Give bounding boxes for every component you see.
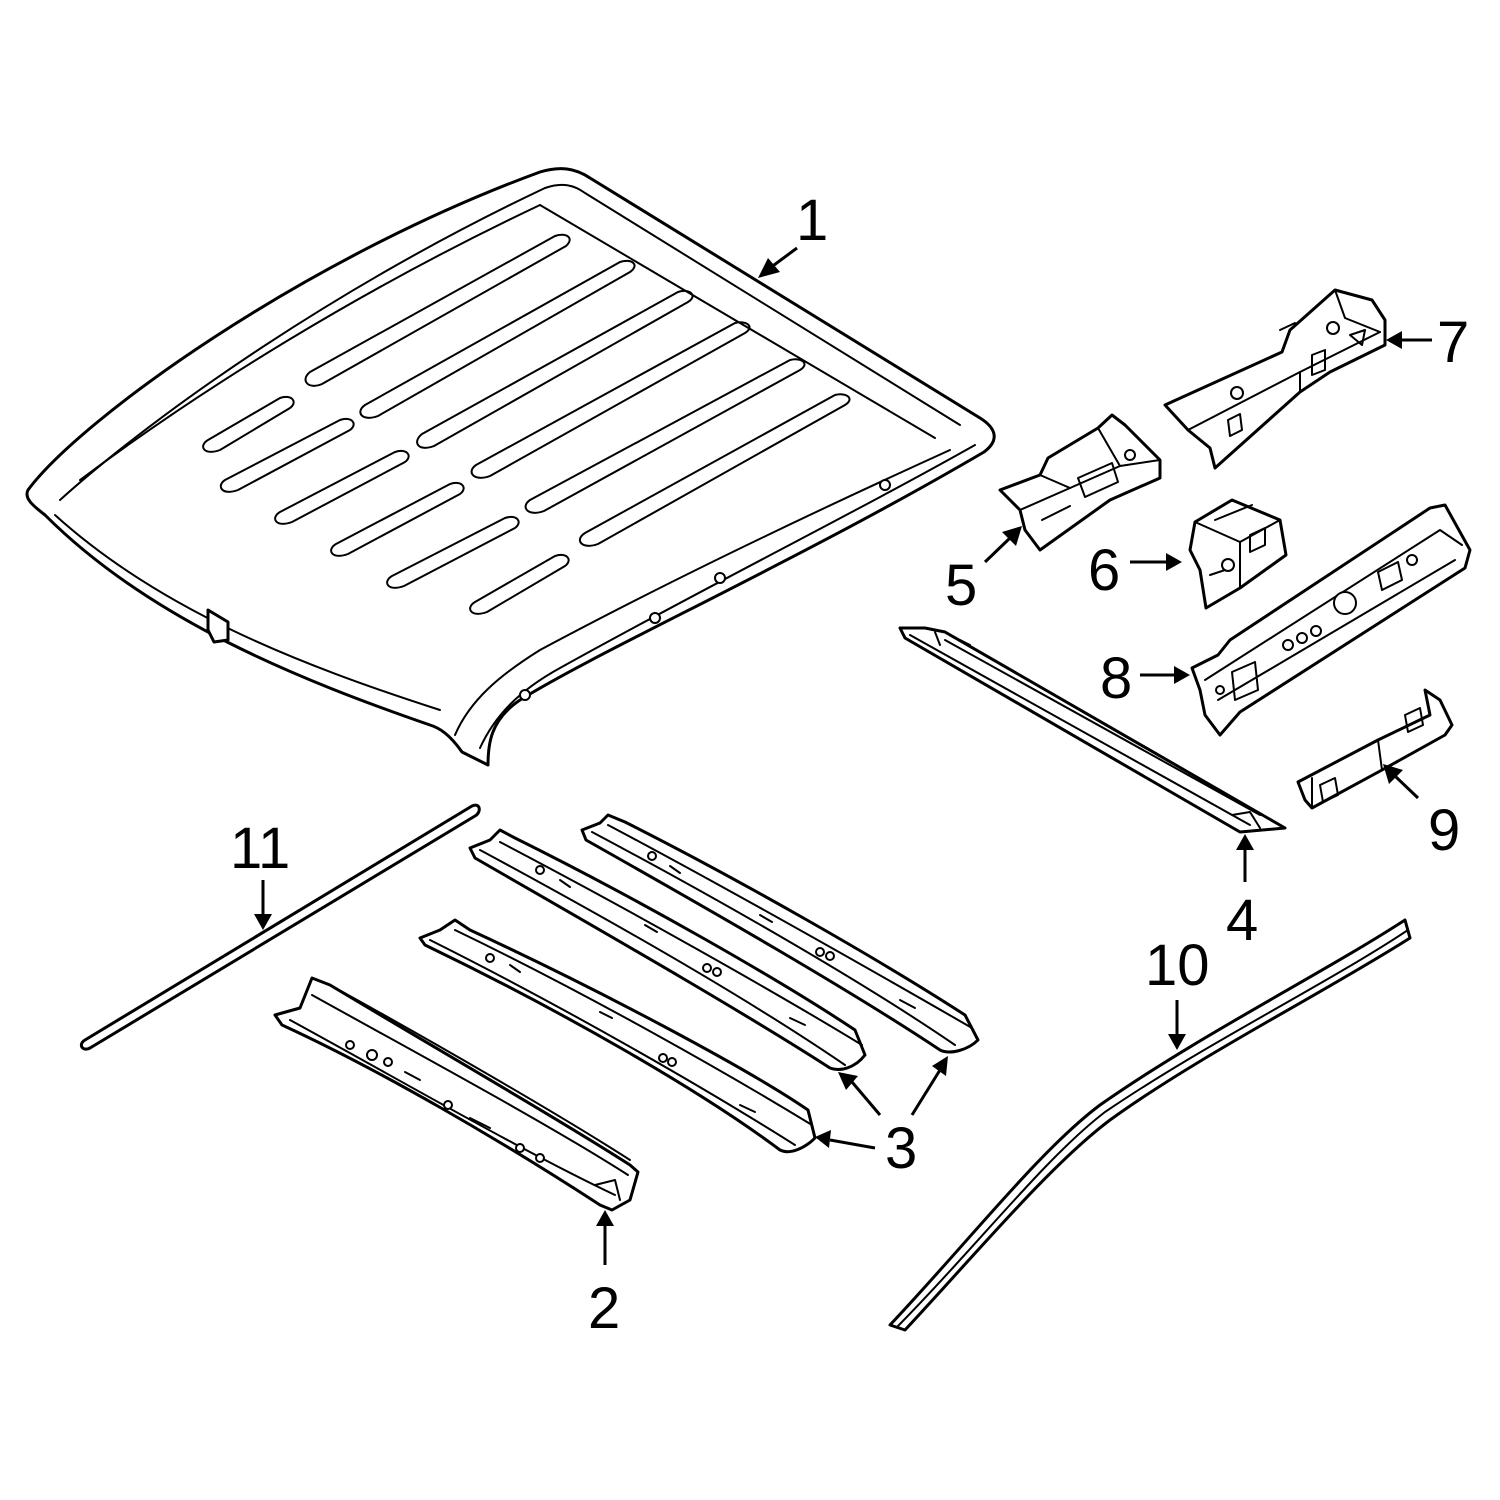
callout-1: 1 (796, 188, 828, 253)
part-3-roof-bow-b (468, 828, 867, 1071)
callout-8: 8 (1100, 646, 1132, 711)
part-8-crossmember (1190, 503, 1472, 737)
part-2-front-header (273, 976, 640, 1212)
part-3-roof-bow-c (580, 813, 980, 1054)
part-9-bracket (1296, 688, 1454, 810)
leader-lines (254, 246, 1432, 1265)
part-4-side-rail (898, 626, 1287, 834)
part-3-roof-bow-a (418, 918, 817, 1154)
part-6-bracket (1188, 498, 1288, 610)
callout-10: 10 (1145, 933, 1210, 998)
part-5-bracket (998, 413, 1162, 552)
callout-11: 11 (230, 816, 290, 881)
part-10-molding (888, 918, 1412, 1332)
callout-7: 7 (1437, 310, 1469, 375)
callout-9: 9 (1428, 798, 1460, 863)
callout-3: 3 (885, 1116, 917, 1181)
callout-5: 5 (945, 553, 977, 618)
callout-6: 6 (1088, 538, 1120, 603)
callout-2: 2 (588, 1276, 620, 1341)
part-11-weatherstrip (79, 803, 481, 1051)
callout-4: 4 (1226, 888, 1258, 953)
part-7-bracket (1163, 288, 1387, 470)
part-1-roof-panel (25, 167, 996, 767)
callout-labels: 1 7 5 6 8 9 4 11 10 3 2 (230, 188, 1469, 1341)
